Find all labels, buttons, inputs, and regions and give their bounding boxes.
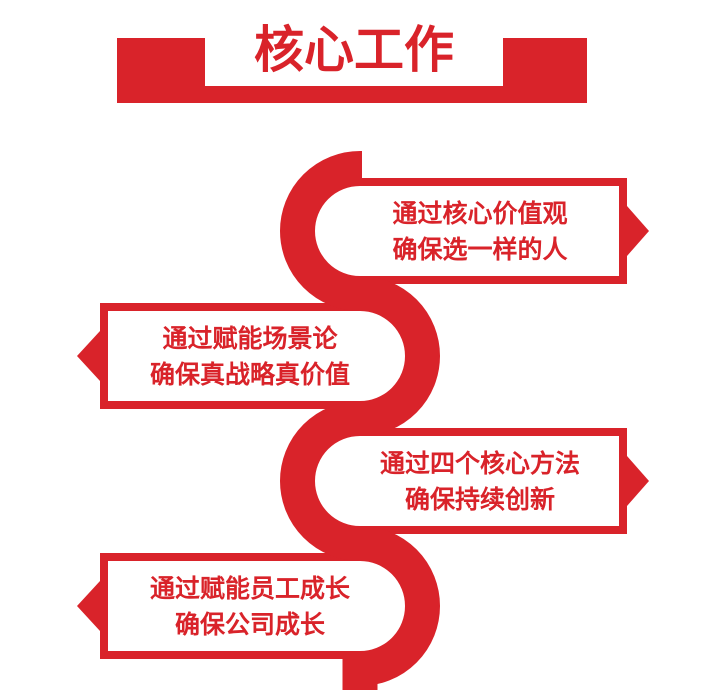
- step-1-box: [360, 178, 649, 284]
- arrow-left-icon: [77, 331, 100, 381]
- step-2-box: [77, 303, 362, 409]
- title-box: [205, 10, 503, 86]
- step-4-line-2: 确保公司成长: [175, 610, 326, 639]
- title-banner: 核心工作: [117, 10, 587, 103]
- step-3-box: [360, 428, 649, 534]
- step-3-line-2: 确保持续创新: [405, 485, 555, 514]
- step-1-line-2: 确保选一样的人: [392, 235, 567, 264]
- arrow-right-icon: [627, 206, 649, 256]
- step-4-box: [77, 553, 362, 659]
- arrow-left-icon: [77, 581, 100, 631]
- step-2-line-2: 确保真战略真价值: [150, 360, 350, 389]
- step-3-line-1: 通过四个核心方法: [380, 449, 580, 478]
- arrow-right-icon: [627, 456, 649, 506]
- step-4-line-1: 通过赋能员工成长: [150, 574, 351, 603]
- s-curve-ribbon: [280, 151, 440, 690]
- step-2-line-1: 通过赋能场景论: [162, 324, 338, 353]
- step-1-line-1: 通过核心价值观: [392, 199, 567, 228]
- page-title: 核心工作: [254, 21, 454, 79]
